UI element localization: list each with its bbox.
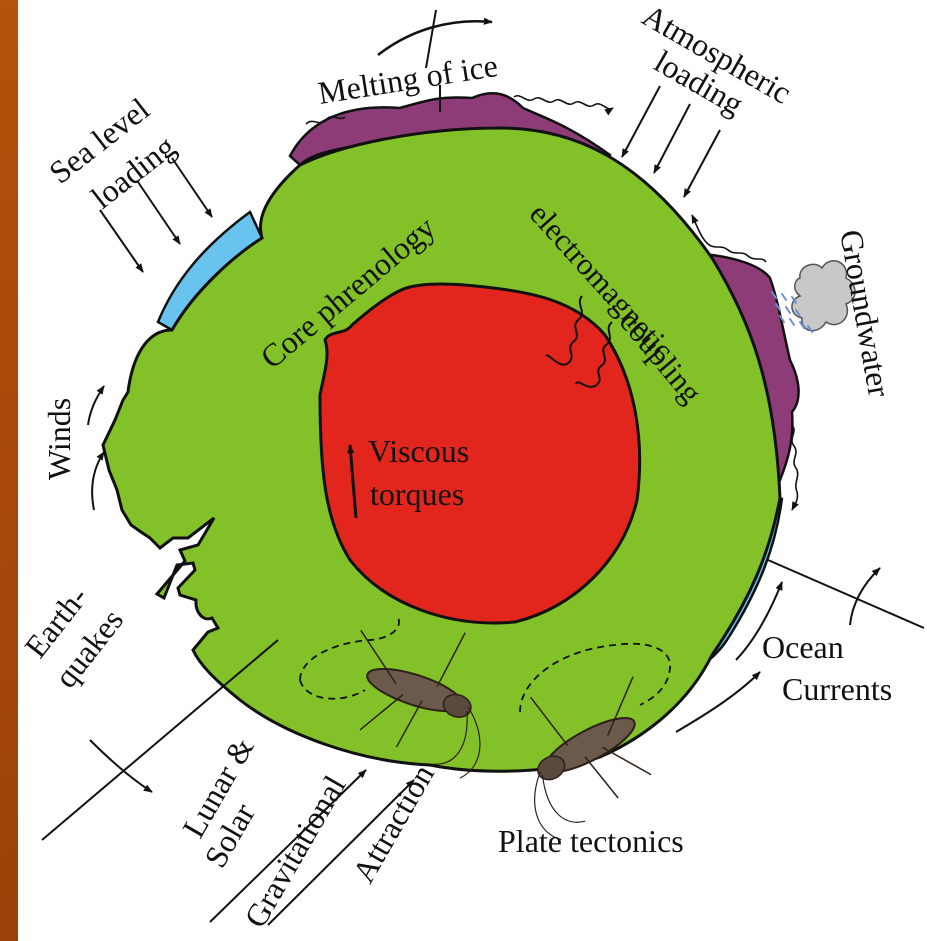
label-currents: Currents xyxy=(782,671,892,707)
groundwater-wave-bottom xyxy=(792,425,798,510)
rotation-arrow-bottom xyxy=(90,740,152,792)
diagram-frame: Melting of ice Atmospheric loading Sea l… xyxy=(18,0,927,941)
sea-arrow-2 xyxy=(138,182,180,244)
winds-arrow-lower xyxy=(92,452,104,510)
sea-arrow-1 xyxy=(100,210,143,272)
atmos-arrow-1 xyxy=(622,86,660,157)
winds-arrow-upper xyxy=(88,386,104,425)
atmos-arrow-3 xyxy=(684,130,720,197)
label-winds: Winds xyxy=(41,398,77,480)
label-plate-tectonics: Plate tectonics xyxy=(498,823,684,859)
atmos-arrow-2 xyxy=(654,104,690,173)
sea-arrow-3 xyxy=(172,158,212,217)
earth-rotation-diagram: Melting of ice Atmospheric loading Sea l… xyxy=(18,0,927,941)
label-torques: torques xyxy=(370,476,464,512)
label-ocean: Ocean xyxy=(762,629,844,665)
rotation-axis-line xyxy=(768,560,924,628)
label-gravitational: Gravitational xyxy=(237,769,353,933)
label-viscous: Viscous xyxy=(368,433,469,469)
rotation-arrow-right xyxy=(850,568,880,625)
ice-flow-wave xyxy=(514,96,613,109)
